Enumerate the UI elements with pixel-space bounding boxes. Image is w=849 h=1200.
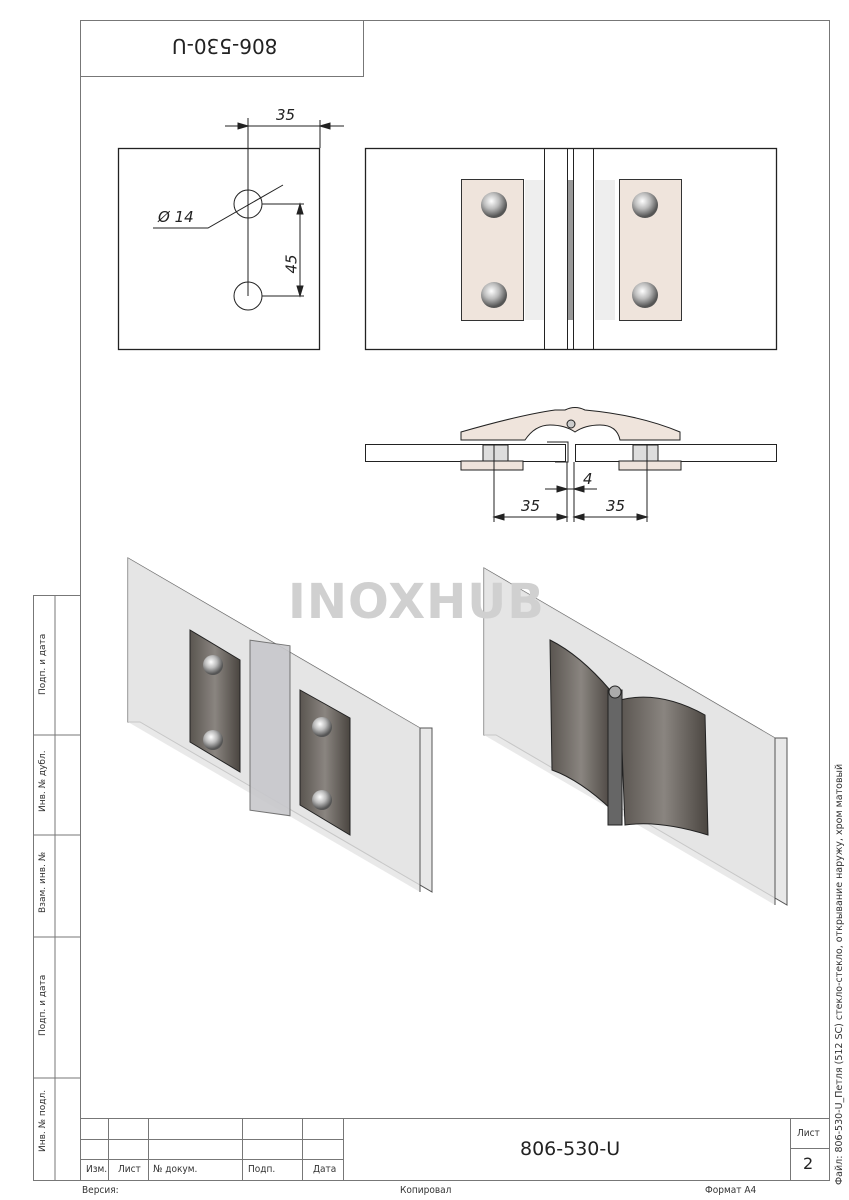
dim-45: 45 (282, 254, 301, 274)
col-date: Дата (313, 1164, 337, 1175)
hole-layout-view (117, 118, 344, 351)
isometric-view-outside (483, 567, 788, 906)
top-code: 806-530-U (172, 34, 278, 58)
footer-copied: Копировал (400, 1185, 452, 1196)
top-code-box (80, 20, 364, 77)
sheet-number: 2 (803, 1154, 814, 1173)
hinge-front-view (364, 147, 778, 351)
stamp-sign-date-2: Подп. и дата (38, 974, 48, 1036)
dim-35-top: 35 (276, 106, 296, 124)
file-caption: Файл: 806-530-U_Петля (512 SC) стекло-ст… (834, 763, 845, 1185)
stamp-dup-inv: Инв. № дубл. (38, 750, 48, 812)
footer-format: Формат A4 (705, 1185, 757, 1196)
designation: 806-530-U (520, 1138, 621, 1160)
sheet-label: Лист (797, 1128, 820, 1139)
footer-version: Версия: (82, 1185, 119, 1196)
dim-diameter: Ø 14 (158, 208, 194, 226)
stamp-replace-inv: Взам. инв. № (38, 851, 48, 913)
stamp-orig-inv: Инв. № подл. (38, 1089, 48, 1152)
col-doc-no: № докум. (153, 1164, 198, 1175)
watermark: INOXHUB (288, 574, 545, 630)
stamp-sign-date-1: Подп. и дата (38, 633, 48, 695)
col-sign: Подп. (248, 1164, 276, 1175)
hinge-section-view (365, 407, 777, 522)
isometric-view-inside (127, 557, 433, 893)
dim-35-left: 35 (521, 497, 541, 515)
col-change: Изм. (86, 1164, 108, 1175)
col-sheet: Лист (118, 1164, 141, 1175)
dim-gap: 4 (583, 470, 593, 488)
stamp-column (33, 595, 81, 1181)
dim-35-right: 35 (606, 497, 626, 515)
